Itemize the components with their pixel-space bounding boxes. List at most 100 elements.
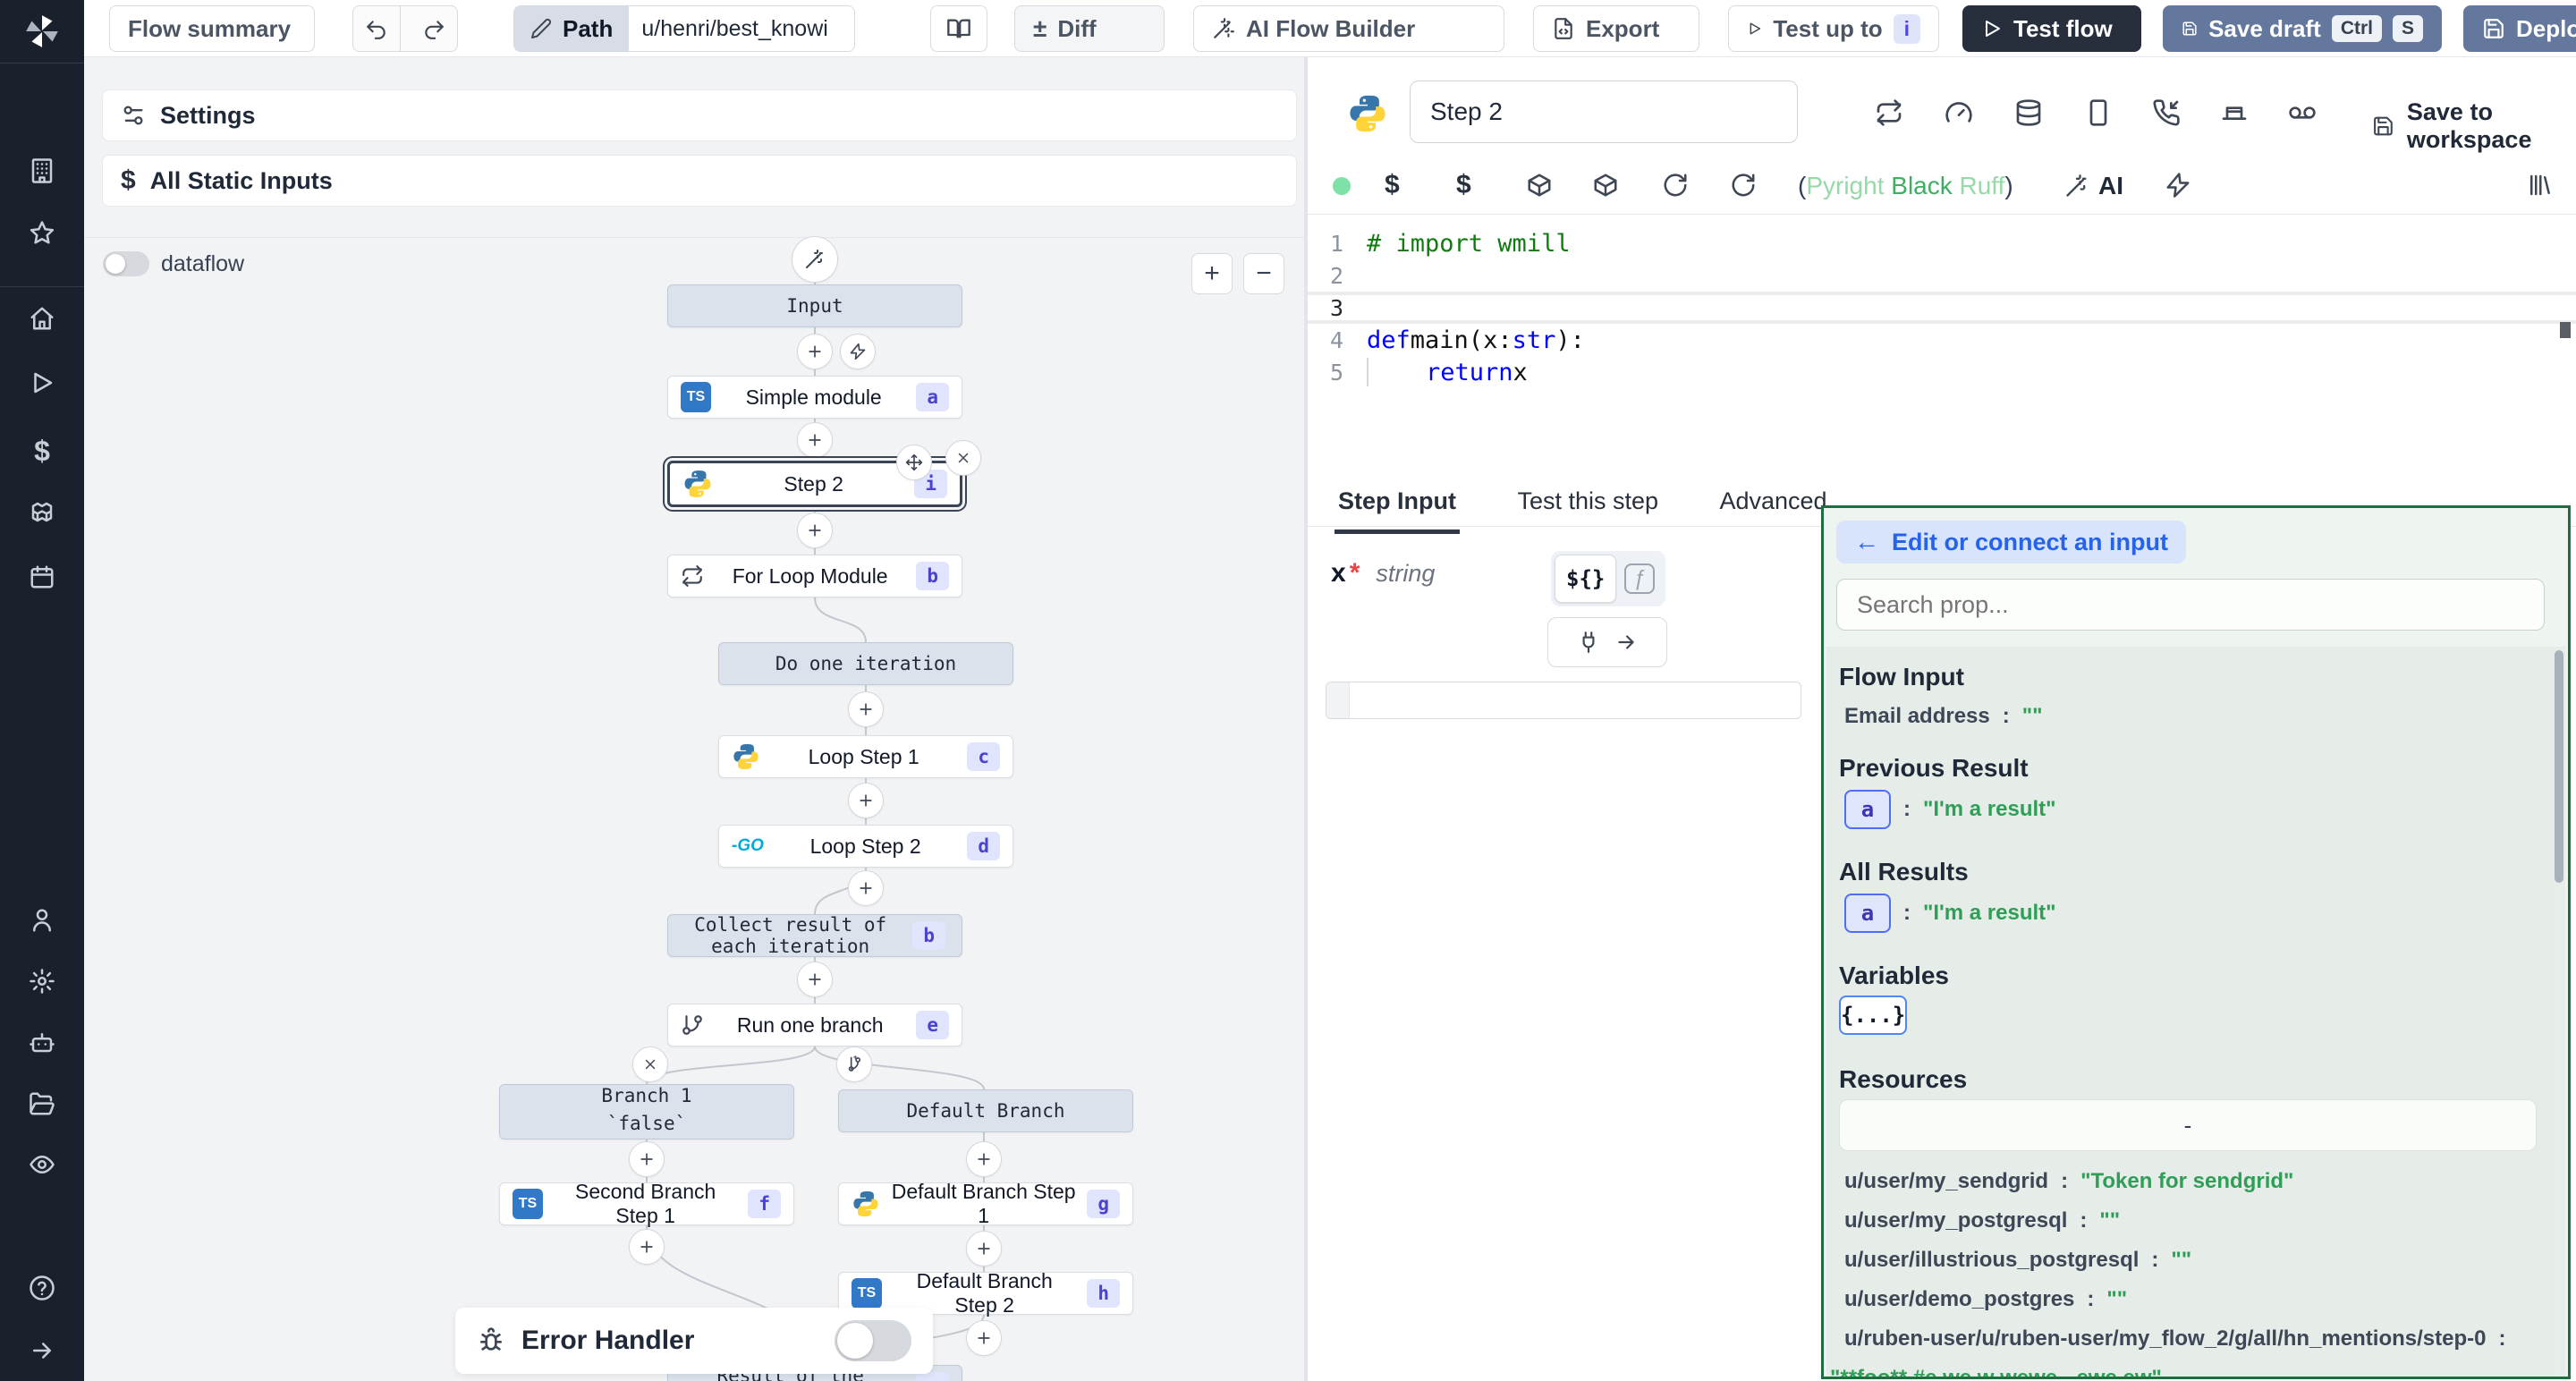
- path-input[interactable]: [629, 6, 855, 51]
- move-step-handle[interactable]: [896, 445, 932, 480]
- code-editor[interactable]: 1 # import wmill 2 3 4 def main(x: str):…: [1308, 215, 2576, 471]
- node-simple-module[interactable]: TS Simple module a: [667, 376, 962, 419]
- sidebar-item-settings[interactable]: [29, 968, 55, 995]
- trigger-zap-button[interactable]: [840, 334, 876, 369]
- node-loop-step-2[interactable]: -GO Loop Step 2 d: [718, 825, 1013, 868]
- diff-button[interactable]: ± Diff: [1014, 5, 1165, 52]
- resource-row[interactable]: u/ruben-user/u/ruben-user/my_flow_2/g/al…: [1844, 1326, 2505, 1351]
- add-step-button[interactable]: [797, 962, 833, 997]
- node-default-branch-step-1[interactable]: Default Branch Step 1 g: [838, 1180, 1133, 1227]
- step-ref-badge[interactable]: a: [1844, 790, 1891, 829]
- package-icon[interactable]: [1526, 172, 1553, 199]
- add-step-button[interactable]: [848, 691, 884, 727]
- save-draft-button[interactable]: Save draft Ctrl S: [2163, 5, 2442, 52]
- node-do-one-iteration[interactable]: Do one iteration: [718, 642, 1013, 685]
- flow-input-row[interactable]: Email address : "": [1844, 704, 2043, 729]
- error-handler-toggle[interactable]: [835, 1320, 911, 1361]
- resource-row[interactable]: u/user/illustrious_postgresql : "": [1844, 1248, 2191, 1273]
- previous-result-row[interactable]: a : "I'm a result": [1844, 790, 2056, 829]
- export-button[interactable]: Export: [1533, 5, 1699, 52]
- tab-advanced[interactable]: Advanced: [1719, 487, 1827, 514]
- all-results-row[interactable]: a : "I'm a result": [1844, 894, 2056, 933]
- zoom-in-button[interactable]: +: [1191, 253, 1233, 294]
- zap-icon[interactable]: [2165, 172, 2191, 199]
- panel-scrollbar-track[interactable]: [2553, 647, 2565, 1377]
- tab-step-input[interactable]: Step Input: [1335, 471, 1460, 534]
- mock-smartphone-icon[interactable]: [2084, 98, 2113, 127]
- zoom-out-button[interactable]: −: [1243, 253, 1284, 294]
- resource-row[interactable]: u/user/my_postgresql : "": [1844, 1208, 2120, 1233]
- docs-button[interactable]: [930, 5, 987, 52]
- undo-icon[interactable]: [353, 6, 401, 51]
- add-step-button[interactable]: [629, 1141, 665, 1177]
- add-step-button[interactable]: [966, 1231, 1002, 1267]
- step-ref-badge[interactable]: a: [1844, 894, 1891, 933]
- add-step-button[interactable]: [966, 1141, 1002, 1177]
- flow-summary-button[interactable]: Flow summary: [109, 5, 315, 52]
- test-flow-button[interactable]: Test flow: [1962, 5, 2141, 52]
- flow-settings-row[interactable]: Settings: [102, 89, 1297, 141]
- add-step-button[interactable]: [797, 422, 833, 458]
- node-input[interactable]: Input: [667, 284, 962, 327]
- sidebar-collapse-icon[interactable]: [29, 1337, 55, 1364]
- sidebar-item-workspace[interactable]: [29, 157, 55, 184]
- resource-picker-icon[interactable]: $: [1456, 170, 1471, 199]
- panel-resize-handle[interactable]: [1304, 57, 1308, 1381]
- sidebar-item-home[interactable]: [29, 305, 55, 332]
- path-label-segment[interactable]: Path: [514, 6, 630, 51]
- retries-icon[interactable]: [1875, 98, 1903, 127]
- connect-input-button[interactable]: [1547, 617, 1667, 667]
- sidebar-item-user[interactable]: [29, 907, 55, 934]
- windmill-logo-icon[interactable]: [23, 13, 61, 50]
- node-loop-step-1[interactable]: Loop Step 1 c: [718, 735, 1013, 778]
- sidebar-item-favorites[interactable]: [29, 220, 55, 247]
- panel-scrollbar-thumb[interactable]: [2555, 650, 2563, 883]
- add-branch-button[interactable]: [836, 1046, 872, 1082]
- add-step-button[interactable]: [797, 334, 833, 369]
- ai-assistant-button[interactable]: AI: [2064, 172, 2123, 200]
- all-static-inputs-row[interactable]: $ All Static Inputs: [102, 155, 1297, 207]
- voicemail-icon[interactable]: [2288, 98, 2317, 127]
- sidebar-item-audit-logs[interactable]: [29, 1151, 55, 1178]
- editor-scrollbar-thumb[interactable]: [2560, 322, 2571, 338]
- node-second-branch-step-1[interactable]: TS Second Branch Step 1 f: [499, 1180, 794, 1227]
- sidebar-item-schedules[interactable]: [29, 563, 55, 590]
- add-step-button[interactable]: [797, 513, 833, 548]
- add-step-button[interactable]: [848, 783, 884, 818]
- expr-mode-toggle[interactable]: ${}: [1555, 555, 1617, 603]
- package-icon[interactable]: [1592, 172, 1619, 199]
- delete-step-button[interactable]: [945, 440, 981, 476]
- sidebar-item-resources[interactable]: [29, 499, 55, 526]
- redo-icon[interactable]: [411, 6, 458, 51]
- sidebar-item-workers[interactable]: [29, 1029, 55, 1055]
- reload-icon[interactable]: [1662, 172, 1689, 199]
- remove-branch-button[interactable]: [632, 1046, 668, 1082]
- cache-database-icon[interactable]: [2014, 98, 2043, 127]
- concurrency-gauge-icon[interactable]: [1945, 98, 1973, 127]
- suspend-phone-icon[interactable]: [2152, 98, 2181, 127]
- sleep-icon[interactable]: [2220, 98, 2249, 127]
- tab-test-this-step[interactable]: Test this step: [1517, 487, 1659, 514]
- add-step-button[interactable]: [966, 1320, 1002, 1356]
- node-collect-result[interactable]: Collect result of each iteration b: [667, 914, 962, 957]
- library-panel-icon[interactable]: [2526, 172, 2553, 199]
- sidebar-item-help[interactable]: [29, 1275, 55, 1301]
- add-step-button[interactable]: [848, 870, 884, 906]
- sidebar-item-folders[interactable]: [29, 1090, 55, 1117]
- argument-value-input[interactable]: [1326, 682, 1801, 719]
- node-for-loop-module[interactable]: For Loop Module b: [667, 555, 962, 597]
- ai-flow-builder-button[interactable]: AI Flow Builder: [1193, 5, 1504, 52]
- reload-icon[interactable]: [1730, 172, 1757, 199]
- node-branch-1[interactable]: Branch 1 `false`: [499, 1084, 794, 1140]
- node-default-branch[interactable]: Default Branch: [838, 1089, 1133, 1132]
- variable-picker-icon[interactable]: $: [1385, 170, 1400, 199]
- save-to-workspace-button[interactable]: Save to workspace: [2372, 98, 2576, 154]
- resource-row[interactable]: u/user/demo_postgres : "": [1844, 1287, 2127, 1312]
- sidebar-item-variables[interactable]: $: [34, 435, 50, 467]
- resource-row[interactable]: u/user/my_sendgrid : "Token for sendgrid…: [1844, 1169, 2293, 1194]
- variables-object-badge[interactable]: {...}: [1839, 996, 1908, 1035]
- step-name-input[interactable]: [1410, 80, 1798, 143]
- search-prop-input[interactable]: [1836, 579, 2545, 631]
- test-up-to-button[interactable]: Test up to i: [1728, 5, 1939, 52]
- sidebar-item-runs[interactable]: [29, 369, 55, 396]
